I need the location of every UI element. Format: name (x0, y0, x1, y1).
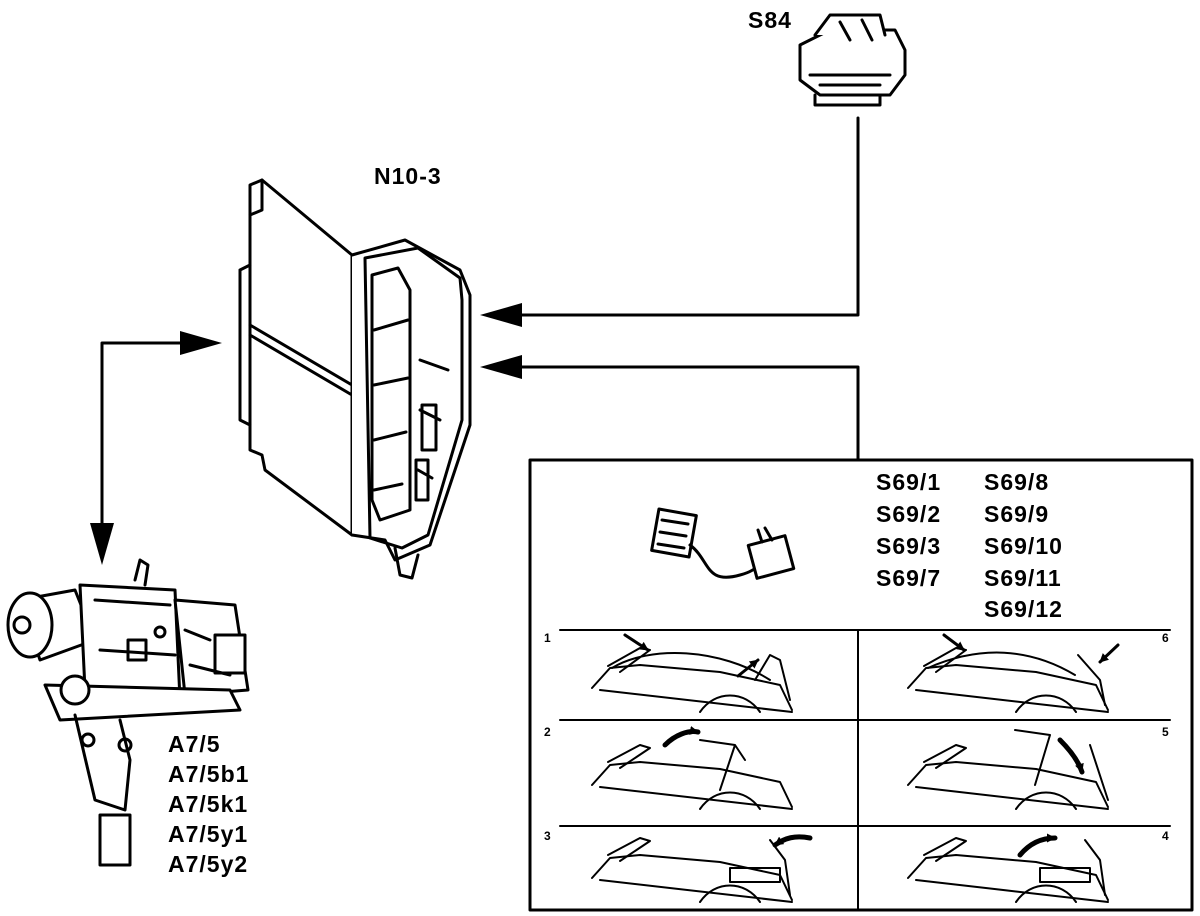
label-s69-7: S69/7 (876, 565, 941, 591)
label-a7-5k1: A7/5k1 (168, 791, 248, 817)
label-s69-3: S69/3 (876, 533, 941, 559)
label-s69-2: S69/2 (876, 501, 941, 527)
step-1: 1 (544, 631, 551, 645)
roof-step-4 (907, 833, 1109, 903)
switch-labels-right: S69/8 S69/9 S69/10 S69/11 S69/12 (984, 469, 1063, 622)
label-s69-9: S69/9 (984, 501, 1049, 527)
label-s69-1: S69/1 (876, 469, 941, 495)
label-s69-8: S69/8 (984, 469, 1049, 495)
roof-step-3 (591, 834, 813, 903)
label-n10-3: N10-3 (374, 163, 442, 189)
step-6: 6 (1162, 631, 1169, 645)
arrowhead-s84 (480, 303, 522, 327)
arrow-switches-to-control-unit (498, 365, 860, 462)
pump-label-list: A7/5 A7/5b1 A7/5k1 A7/5y1 A7/5y2 (168, 731, 249, 877)
roof-step-5 (907, 729, 1109, 810)
sequence-grid (559, 629, 1171, 911)
hydraulic-pump-a7-5: A7/5 A7/5b1 A7/5k1 A7/5y1 A7/5y2 (6, 558, 250, 877)
arrowhead-to-pump (90, 523, 114, 565)
microswitch-icon (650, 507, 796, 580)
arrow-pump-control-unit (100, 341, 200, 547)
label-s69-10: S69/10 (984, 533, 1063, 559)
step-4: 4 (1162, 829, 1169, 843)
label-s69-12: S69/12 (984, 596, 1063, 622)
roof-step-6 (907, 633, 1120, 713)
connections (90, 116, 860, 565)
arrow-s84-to-control-unit (498, 116, 860, 317)
label-s69-11: S69/11 (984, 565, 1062, 591)
label-a7-5y2: A7/5y2 (168, 851, 248, 877)
roof-step-2 (591, 726, 793, 810)
control-unit-n10-3: N10-3 (238, 163, 472, 580)
label-a7-5: A7/5 (168, 731, 221, 757)
switch-group-box: S69/1 S69/2 S69/3 S69/7 S69/8 S69/9 S69/… (528, 458, 1194, 912)
step-3: 3 (544, 829, 551, 843)
step-2: 2 (544, 725, 551, 739)
roof-step-1 (591, 633, 793, 713)
label-a7-5y1: A7/5y1 (168, 821, 248, 847)
label-s84: S84 (748, 7, 792, 33)
switch-labels-left: S69/1 S69/2 S69/3 S69/7 (876, 469, 941, 591)
label-a7-5b1: A7/5b1 (168, 761, 249, 787)
step-5: 5 (1162, 725, 1169, 739)
arrowhead-to-control-unit (180, 331, 222, 355)
switch-s84: S84 (748, 7, 907, 107)
arrowhead-switches (480, 355, 522, 379)
